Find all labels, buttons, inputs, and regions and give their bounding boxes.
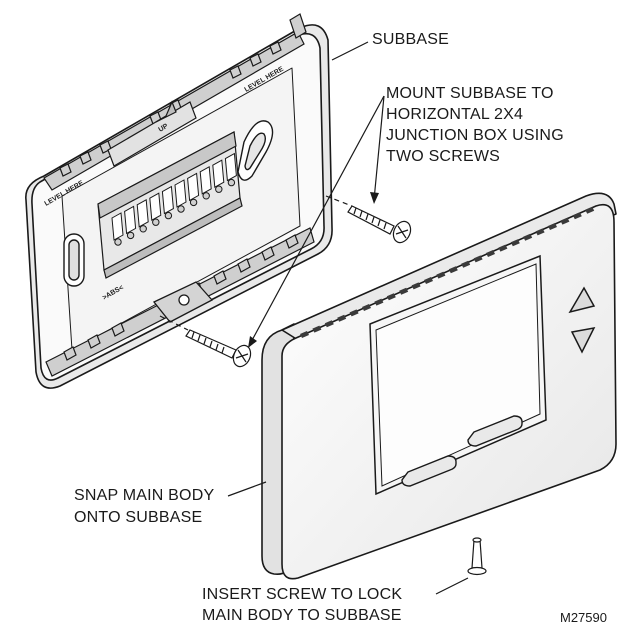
figure-id: M27590 (560, 610, 607, 625)
snap-leader (227, 481, 267, 497)
mount-instruction-line3: JUNCTION BOX USING (386, 127, 564, 144)
vent-slot (374, 298, 384, 306)
top-vents (300, 206, 595, 338)
terminal-screw (224, 152, 237, 187)
terminal-screw (124, 205, 137, 240)
lower-wall-screw (185, 329, 252, 368)
vent-slot (473, 255, 483, 263)
subbase-mount-tab (152, 281, 214, 323)
insert-instruction-line1: INSERT SCREW TO LOCK (202, 586, 403, 603)
snap-instruction-line1: SNAP MAIN BODY (74, 487, 215, 504)
down-button (570, 326, 596, 354)
vent-slot (300, 331, 309, 338)
subbase-up-tab (107, 100, 197, 167)
mount-leader-lower (249, 95, 385, 345)
vent-slot (362, 304, 371, 311)
callout-leaders (159, 41, 469, 595)
mount-instruction-line1: MOUNT SUBBASE TO (386, 85, 554, 102)
vent-slot (498, 244, 508, 252)
terminal-screw (187, 172, 200, 207)
vent-slot (510, 239, 520, 247)
right-soft-key (467, 415, 523, 447)
vent-slot (386, 293, 396, 301)
vent-slot (312, 325, 322, 333)
mount-leader-upper (373, 95, 385, 201)
snap-instruction-line2: ONTO SUBBASE (74, 509, 203, 526)
vent-slot (411, 282, 421, 290)
terminal-screw (212, 159, 225, 193)
callout-arrowheads (248, 192, 379, 348)
up-button (568, 286, 596, 314)
left-soft-key (401, 455, 457, 487)
vent-slot (461, 260, 471, 268)
upper-screw-alignment (325, 195, 353, 207)
subbase-leader (331, 41, 369, 61)
vent-slot (399, 287, 409, 295)
vent-slot (585, 206, 595, 214)
terminal-screws (111, 152, 237, 246)
terminal-screw (149, 192, 162, 226)
vent-slot (560, 217, 570, 225)
terminal-screw (161, 185, 174, 220)
vent-slot (486, 250, 495, 257)
vent-slot (548, 223, 557, 230)
mount-instruction-line2: HORIZONTAL 2X4 (386, 106, 524, 123)
vent-slot (337, 314, 347, 322)
vent-slot (349, 309, 359, 317)
terminal-screw (199, 165, 212, 200)
subbase-right-slot (237, 120, 274, 181)
terminal-screw (174, 179, 187, 213)
vent-slot (523, 233, 533, 241)
vent-slot (324, 320, 334, 328)
mount-instruction-line4: TWO SCREWS (386, 148, 500, 165)
terminal-screw (111, 212, 124, 246)
vent-slot (436, 271, 446, 279)
vent-slot (572, 212, 582, 220)
embossed-up: UP (158, 123, 170, 134)
insert-instruction-line2: MAIN BODY TO SUBBASE (202, 607, 402, 624)
vent-slot (535, 228, 545, 236)
upper-wall-screw (347, 205, 412, 244)
insert-leader (435, 577, 469, 595)
up-text: UP (158, 123, 170, 134)
terminal-screw (136, 198, 149, 233)
vent-slot (424, 277, 433, 284)
subbase-label: SUBBASE (372, 31, 449, 48)
lock-screw (467, 537, 487, 576)
vent-slot (448, 266, 458, 274)
subbase-left-slot (63, 233, 85, 287)
